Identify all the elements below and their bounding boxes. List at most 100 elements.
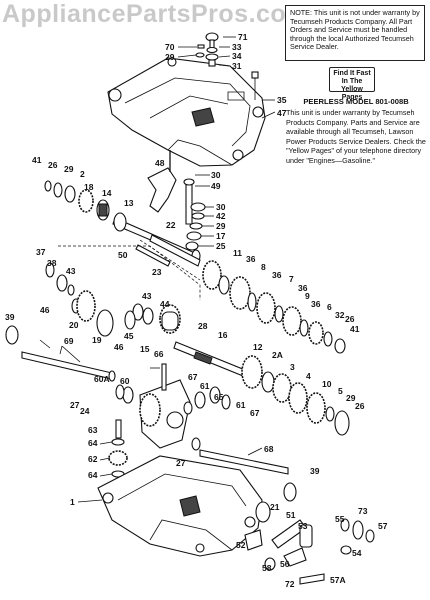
label-5: 5 <box>338 386 343 396</box>
label-61: 61 <box>236 400 246 410</box>
label-26: 26 <box>48 160 58 170</box>
label-57: 57 <box>378 521 388 531</box>
label-10: 10 <box>322 379 332 389</box>
label-6: 6 <box>327 302 332 312</box>
left-countershaft-group <box>5 262 181 345</box>
lower-case <box>97 455 263 557</box>
label-38: 38 <box>47 258 57 268</box>
upper-housing <box>107 57 266 167</box>
label-46: 46 <box>40 305 50 315</box>
label-24: 24 <box>80 406 90 416</box>
label-29: 29 <box>165 52 175 62</box>
peerless-model-title: PEERLESS MODEL 801-008B <box>303 97 409 106</box>
label-66: 66 <box>154 349 164 359</box>
label-60: 60 <box>120 376 130 386</box>
top-small-parts <box>195 32 259 100</box>
label-25: 25 <box>216 241 226 251</box>
label-21: 21 <box>270 502 280 512</box>
label-14: 14 <box>102 188 112 198</box>
label-34: 34 <box>232 51 242 61</box>
label-73: 73 <box>358 506 368 516</box>
label-39: 39 <box>310 466 320 476</box>
label-16: 16 <box>218 330 228 340</box>
yellow-pages-line-3: Yellow Pages <box>341 86 363 101</box>
label-36: 36 <box>246 254 256 264</box>
label-70: 70 <box>165 42 175 52</box>
label-69: 69 <box>64 336 74 346</box>
label-55: 55 <box>335 514 345 524</box>
label-35: 35 <box>277 95 287 105</box>
right-shaft-68 <box>191 437 297 502</box>
label-7: 7 <box>289 274 294 284</box>
label-27: 27 <box>176 458 186 468</box>
left-lower-parts <box>108 419 128 478</box>
label-15: 15 <box>140 344 150 354</box>
output-shaft <box>173 341 350 436</box>
label-12: 12 <box>253 342 263 352</box>
label-22: 22 <box>166 220 176 230</box>
main-gear-shaft <box>149 234 346 354</box>
label-65: 65 <box>214 392 224 402</box>
label-13: 13 <box>124 198 134 208</box>
label-4: 4 <box>306 371 311 381</box>
label-29: 29 <box>216 221 226 231</box>
label-53: 53 <box>298 521 308 531</box>
label-52: 52 <box>236 540 246 550</box>
label-28: 28 <box>198 321 208 331</box>
label-30: 30 <box>216 202 226 212</box>
label-42: 42 <box>216 211 226 221</box>
label-31: 31 <box>232 61 242 71</box>
yellow-pages-line-1: Find It Fast <box>333 70 371 77</box>
warranty-note: NOTE: This unit is not under warranty by… <box>285 5 425 61</box>
label-51: 51 <box>286 510 296 520</box>
watermark: AppliancePartsPros.com <box>2 0 309 28</box>
label-57A: 57A <box>330 575 346 585</box>
label-2A: 2A <box>272 350 283 360</box>
part-number-labels: 71 70 29 33 34 31 35 47 41 26 29 2 18 14… <box>5 32 388 589</box>
label-43: 43 <box>66 266 76 276</box>
label-9: 9 <box>305 291 310 301</box>
label-36: 36 <box>298 283 308 293</box>
label-67: 67 <box>188 372 198 382</box>
label-32: 32 <box>335 310 345 320</box>
label-17: 17 <box>216 231 226 241</box>
label-49: 49 <box>211 181 221 191</box>
label-3: 3 <box>290 362 295 372</box>
label-30: 30 <box>211 170 221 180</box>
label-19: 19 <box>92 335 102 345</box>
label-60A: 60A <box>94 374 110 384</box>
label-1: 1 <box>70 497 75 507</box>
label-26: 26 <box>355 401 365 411</box>
brake-assembly <box>244 501 375 585</box>
label-63: 63 <box>88 425 98 435</box>
peerless-model-text: This unit is under warranty by Tecumseh … <box>286 108 426 165</box>
label-37: 37 <box>36 247 46 257</box>
label-29: 29 <box>346 393 356 403</box>
label-54: 54 <box>352 548 362 558</box>
label-18: 18 <box>84 182 94 192</box>
yellow-pages-line-2: In The <box>341 78 363 85</box>
label-33: 33 <box>232 42 242 52</box>
label-68: 68 <box>264 444 274 454</box>
label-2: 2 <box>80 169 85 179</box>
label-39: 39 <box>5 312 15 322</box>
label-41: 41 <box>32 155 42 165</box>
label-64: 64 <box>88 438 98 448</box>
label-56: 56 <box>280 559 290 569</box>
label-29: 29 <box>64 164 74 174</box>
leader-lines <box>39 36 276 503</box>
label-58: 58 <box>262 563 272 573</box>
label-27: 27 <box>70 400 80 410</box>
label-8: 8 <box>261 262 266 272</box>
label-23: 23 <box>152 267 162 277</box>
axle-69 <box>21 351 116 382</box>
label-72: 72 <box>285 579 295 589</box>
label-48: 48 <box>155 158 165 168</box>
label-36: 36 <box>311 299 321 309</box>
label-26: 26 <box>345 314 355 324</box>
yellow-pages-badge: Find It Fast In The Yellow Pages <box>329 67 375 101</box>
label-71: 71 <box>238 32 248 42</box>
label-43: 43 <box>142 291 152 301</box>
label-11: 11 <box>233 248 242 258</box>
